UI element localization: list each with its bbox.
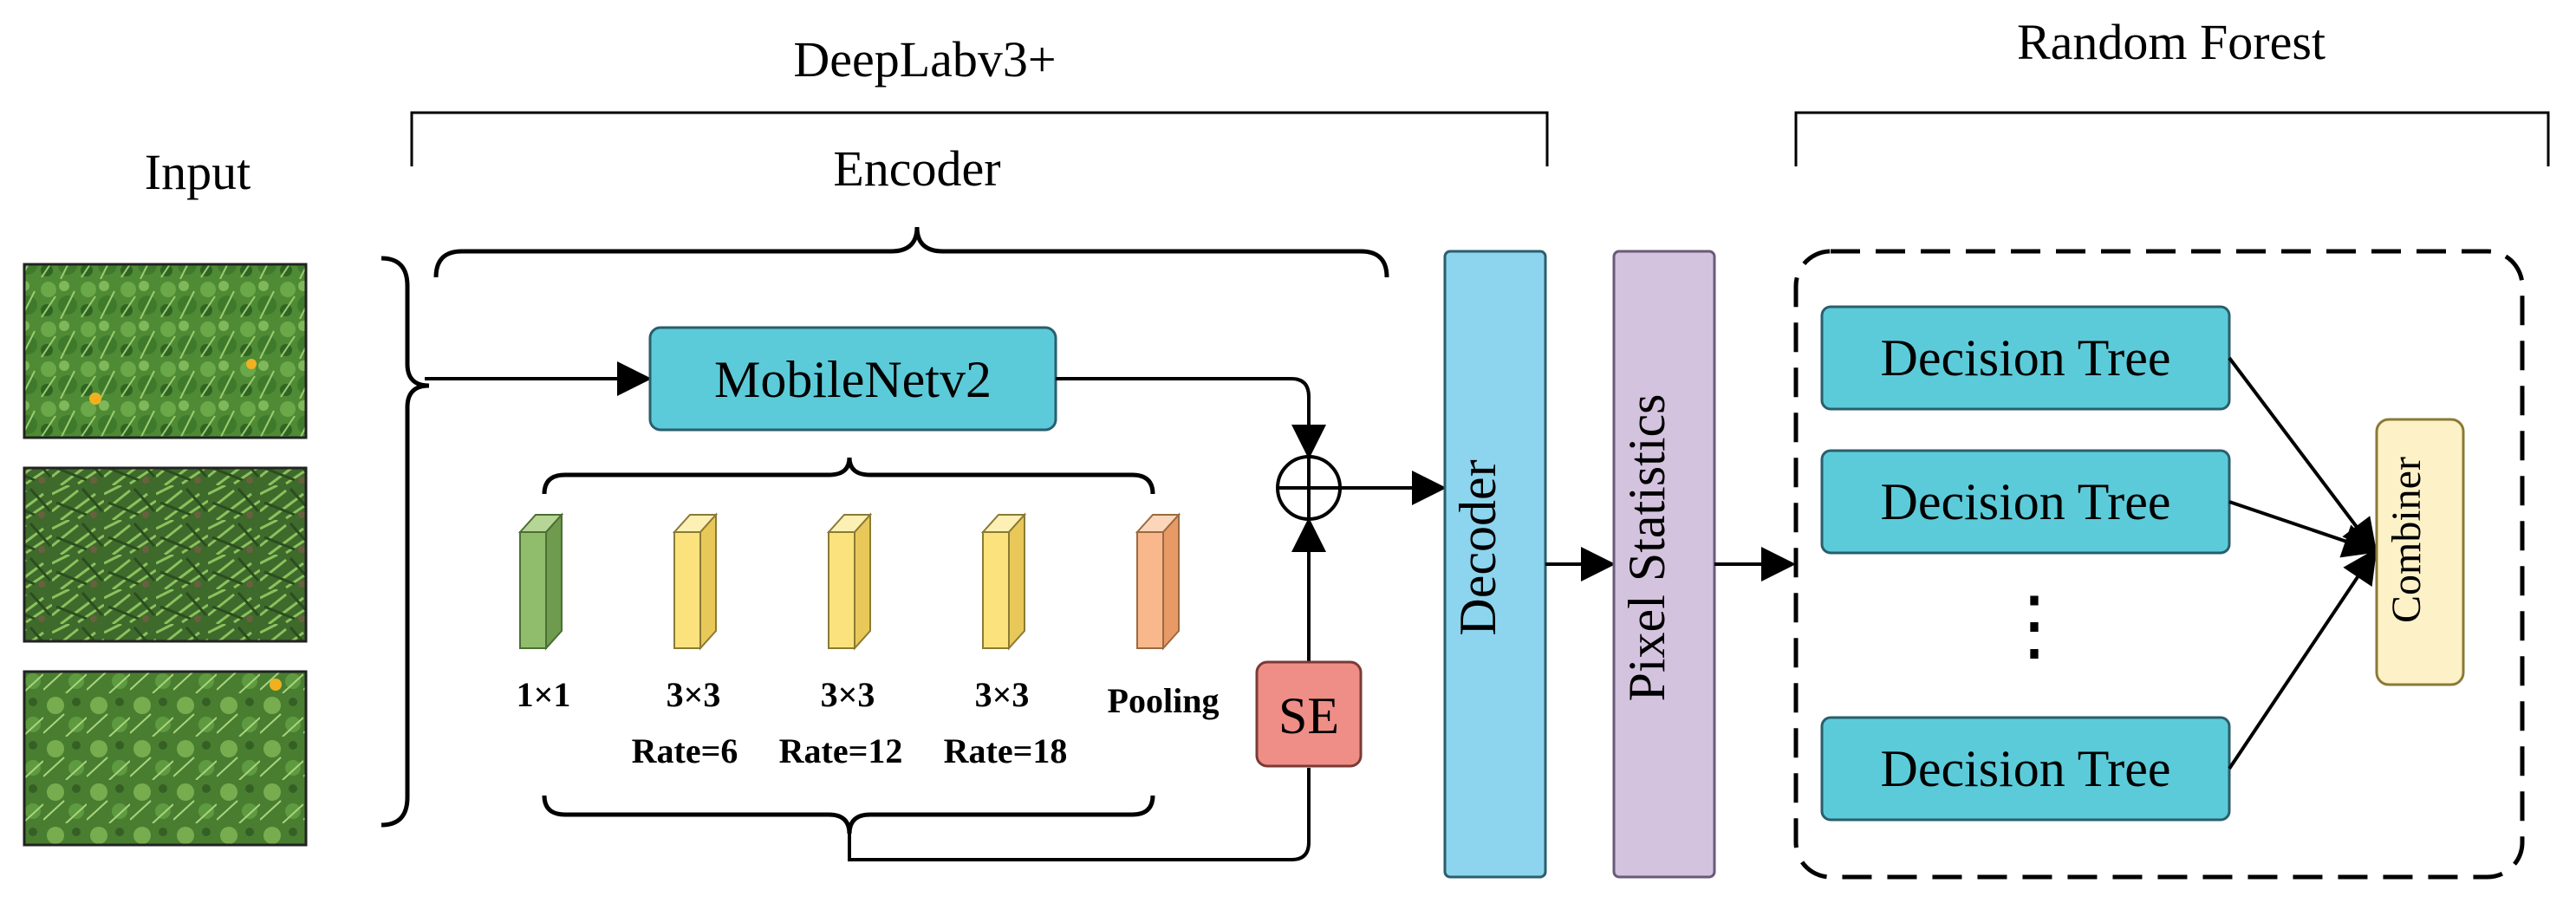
aspp-branch-rate18 xyxy=(980,512,1027,651)
more-trees-dots: ⋮ xyxy=(1995,583,2073,669)
aspp-branch-rate6 xyxy=(672,512,719,651)
arrow-mobilenet-to-sum xyxy=(1056,377,1326,459)
aspp-rate-6: Rate=6 xyxy=(632,731,738,770)
aspp-pooling-label: Pooling xyxy=(1108,681,1220,720)
connector-aspp-to-se xyxy=(848,768,1311,861)
encoder-label: Encoder xyxy=(833,140,1000,197)
pixel-statistics-label: Pixel Statistics xyxy=(1618,393,1675,701)
arrow-tree3-to-combiner xyxy=(2228,548,2378,770)
mobilenet-label: MobileNetv2 xyxy=(714,351,992,408)
se-box xyxy=(1255,660,1363,768)
random-forest-container xyxy=(1793,249,2525,880)
aspp-branch-pooling xyxy=(1135,512,1181,651)
aspp-size-4: 3×3 xyxy=(975,675,1030,714)
deeplab-label: DeepLabv3+ xyxy=(793,31,1056,88)
decision-tree-2-label: Decision Tree xyxy=(1881,473,2171,530)
input-brace xyxy=(381,256,430,828)
decision-tree-3-label: Decision Tree xyxy=(1881,740,2171,797)
deeplab-bracket xyxy=(410,111,1549,166)
arrow-tree2-to-combiner xyxy=(2228,500,2378,558)
aspp-rate-12: Rate=12 xyxy=(779,731,903,770)
combiner-label: Combiner xyxy=(2384,457,2430,623)
aspp-branch-rate12 xyxy=(826,512,873,651)
se-label: SE xyxy=(1278,687,1339,744)
random-forest-bracket xyxy=(1794,111,2550,166)
encoder-brace xyxy=(433,226,1389,278)
arrow-tree1-to-combiner xyxy=(2228,356,2378,555)
aspp-size-1: 1×1 xyxy=(517,675,571,714)
input-image-3 xyxy=(23,670,308,847)
aspp-bottom-brace xyxy=(542,795,1155,835)
input-label: Input xyxy=(145,144,250,200)
input-image-2 xyxy=(23,466,308,643)
decoder-label: Decoder xyxy=(1449,459,1506,635)
aspp-rate-18: Rate=18 xyxy=(944,731,1068,770)
aspp-size-2: 3×3 xyxy=(667,675,721,714)
aspp-branch-1x1 xyxy=(517,512,564,651)
input-image-1 xyxy=(23,263,308,439)
combiner-box xyxy=(2375,418,2465,686)
decision-tree-1-label: Decision Tree xyxy=(1881,329,2171,387)
aspp-size-3: 3×3 xyxy=(821,675,875,714)
sum-node xyxy=(1276,455,1342,521)
aspp-top-brace xyxy=(542,457,1155,495)
random-forest-label: Random Forest xyxy=(2017,14,2326,70)
